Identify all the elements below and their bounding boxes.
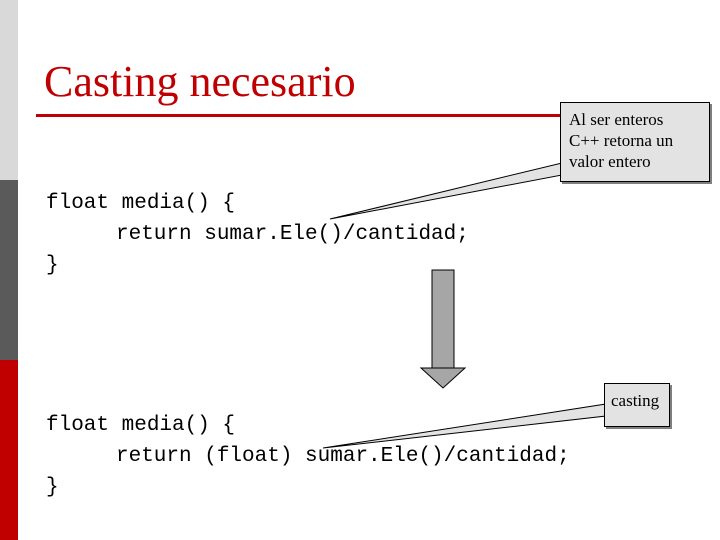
callout-text: casting — [611, 391, 660, 410]
code-line: return sumar.Ele()/cantidad; — [116, 223, 469, 246]
code-block-casted: float media() { return (float) sumar.Ele(… — [46, 410, 570, 503]
code-line: } — [46, 254, 59, 277]
callout-integer-note: Al ser enteros C++ retorna un valor ente… — [560, 102, 710, 182]
callout-casting-note: casting — [604, 383, 670, 427]
arrow-down-icon — [419, 269, 467, 389]
sidebar-segment-gray — [0, 0, 18, 180]
callout-text-line: C++ retorna un — [569, 131, 674, 150]
sidebar-segment-red — [0, 360, 18, 540]
callout-text-line: Al ser enteros — [569, 110, 664, 129]
code-line: } — [46, 476, 59, 499]
code-block-original: float media() { return sumar.Ele()/cantid… — [46, 188, 469, 281]
slide-title: Casting necesario — [44, 57, 356, 106]
sidebar-segment-dark — [0, 180, 18, 360]
title-underline — [36, 114, 576, 117]
callout-text-line: valor entero — [569, 152, 651, 171]
code-line: float media() { — [46, 192, 236, 215]
code-line: return (float) sumar.Ele()/cantidad; — [116, 445, 570, 468]
code-line: float media() { — [46, 414, 236, 437]
